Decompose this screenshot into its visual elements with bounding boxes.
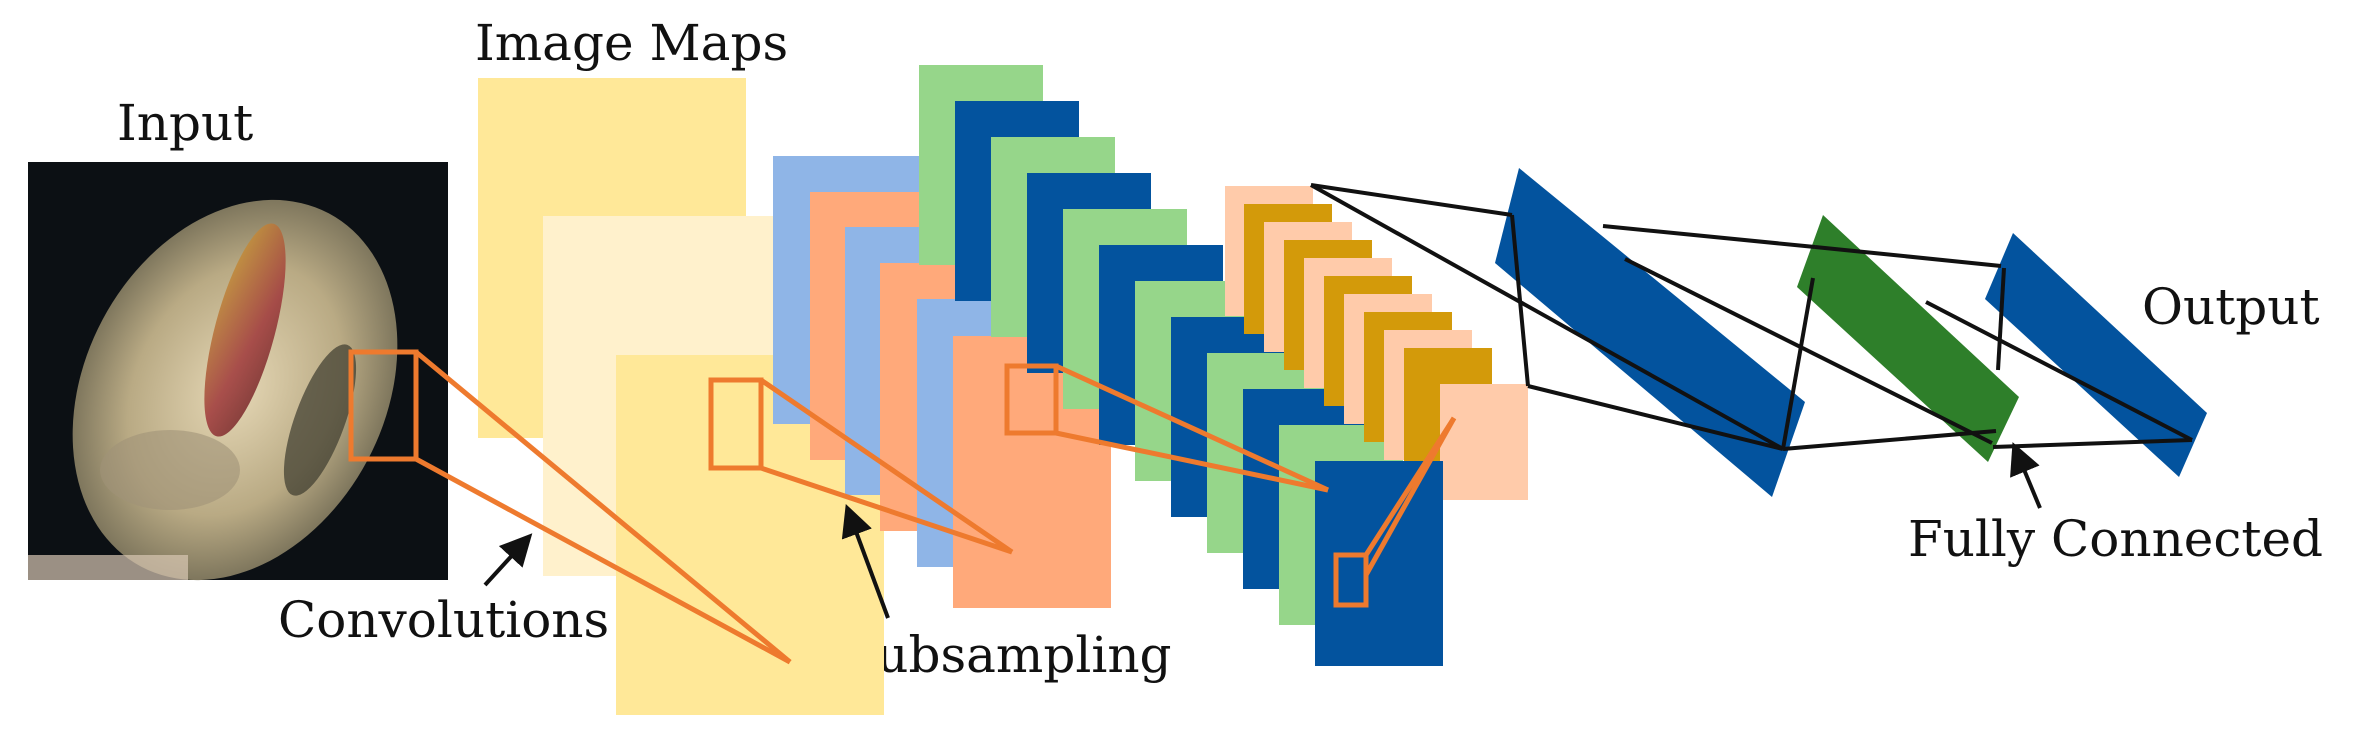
subsample-patch-box [1004, 363, 1059, 436]
convolutions-label: Convolutions [278, 591, 609, 649]
fc-layer-1 [1495, 168, 1805, 497]
fully-connected-label: Fully Connected [1908, 510, 2323, 568]
fully-connected-lines [1310, 183, 2193, 451]
conv3-patch-box [1333, 552, 1369, 608]
receptive-field-markers [348, 349, 1457, 665]
map-patch-box [708, 377, 764, 471]
subsampling-label: Subsampling [842, 626, 1172, 684]
fc-layer-output [1985, 233, 2207, 477]
subsampling-arrow [841, 503, 890, 619]
input-patch-box [348, 349, 419, 462]
fc-layer-2 [1797, 215, 2019, 462]
fully-connected-arrow [2010, 442, 2042, 509]
input-image [28, 162, 448, 581]
image-maps-label: Image Maps [475, 14, 788, 72]
convolutions-arrow [483, 533, 533, 587]
input-label: Input [117, 94, 253, 152]
subsample2-map-11 [1440, 384, 1528, 500]
output-label: Output [2142, 278, 2320, 336]
